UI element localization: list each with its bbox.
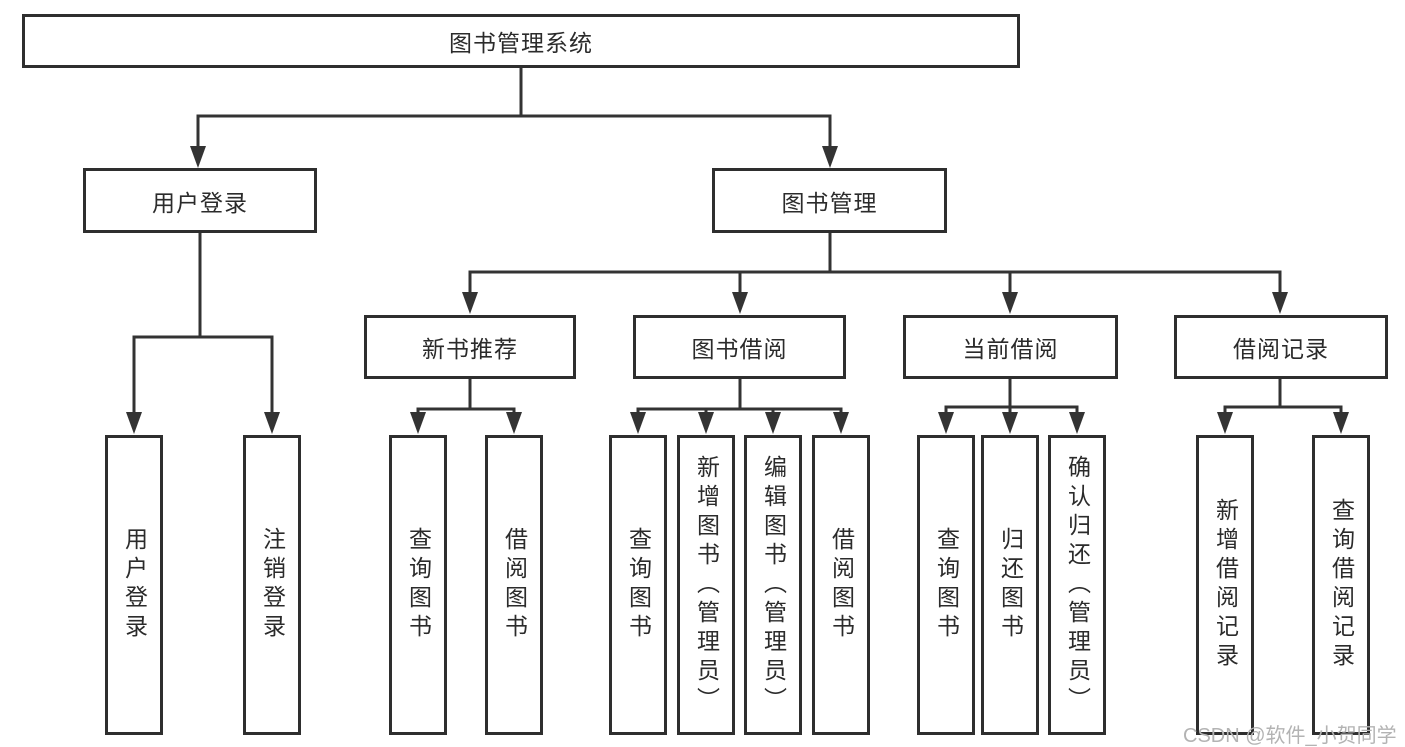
node-user-login: 用户登录 xyxy=(83,168,317,233)
node-root-library-system: 图书管理系统 xyxy=(22,14,1020,68)
connector-user-login-junction xyxy=(132,335,274,413)
node-label: 当前借阅 xyxy=(962,336,1059,362)
node-label: 归还图书 xyxy=(997,527,1024,643)
node-label: 用户登录 xyxy=(121,527,148,643)
node-label: 查询图书 xyxy=(933,527,960,643)
arrowhead-icons xyxy=(126,146,1349,434)
arrow-down-icon xyxy=(765,412,781,434)
node-label: 借阅图书 xyxy=(501,527,528,643)
node-label: 新增图书（管理员） xyxy=(693,454,720,716)
arrow-down-icon xyxy=(462,292,478,314)
node-label: 查询借阅记录 xyxy=(1328,498,1355,672)
arrow-down-icon xyxy=(1217,412,1233,434)
node-current-borrow: 当前借阅 xyxy=(903,315,1118,379)
node-leaf-borrow-books: 借阅图书 xyxy=(812,435,870,735)
arrow-down-icon xyxy=(938,412,954,434)
node-label: 用户登录 xyxy=(152,189,248,216)
node-leaf-query-books-recommend: 查询图书 xyxy=(389,435,447,735)
arrow-down-icon xyxy=(410,412,426,434)
connector-lines xyxy=(132,68,1343,414)
node-label: 借阅记录 xyxy=(1233,336,1329,362)
node-leaf-add-books-admin: 新增图书（管理员） xyxy=(677,435,735,735)
arrow-down-icon xyxy=(822,146,838,168)
arrow-down-icon xyxy=(126,412,142,434)
arrow-down-icon xyxy=(1333,412,1349,434)
node-book-management: 图书管理 xyxy=(712,168,947,233)
node-borrow-records: 借阅记录 xyxy=(1174,315,1388,379)
node-leaf-query-borrow-record: 查询借阅记录 xyxy=(1312,435,1370,735)
arrow-down-icon xyxy=(732,292,748,314)
arrow-down-icon xyxy=(1002,412,1018,434)
node-leaf-add-borrow-record: 新增借阅记录 xyxy=(1196,435,1254,735)
node-label: 图书管理 xyxy=(781,189,878,216)
connector-new-book-junction xyxy=(416,407,516,414)
node-leaf-query-books-borrow: 查询图书 xyxy=(609,435,667,735)
node-label: 图书借阅 xyxy=(691,336,788,362)
arrow-down-icon xyxy=(1069,412,1085,434)
node-label: 注销登录 xyxy=(259,527,286,643)
arrow-down-icon xyxy=(190,146,206,168)
node-label: 查询图书 xyxy=(405,527,432,643)
node-label: 图书管理系统 xyxy=(449,30,593,56)
node-book-borrow: 图书借阅 xyxy=(633,315,846,379)
node-new-book-recommend: 新书推荐 xyxy=(364,315,576,379)
node-label: 编辑图书（管理员） xyxy=(760,454,787,716)
arrow-down-icon xyxy=(506,412,522,434)
node-leaf-logout: 注销登录 xyxy=(243,435,301,735)
node-leaf-query-books-current: 查询图书 xyxy=(917,435,975,735)
arrow-down-icon xyxy=(630,412,646,434)
csdn-watermark: CSDN @软件_小贺同学 xyxy=(1183,725,1397,747)
connector-book-borrow-junction xyxy=(636,407,843,414)
arrow-down-icon xyxy=(264,412,280,434)
node-label: 新书推荐 xyxy=(422,336,518,362)
node-label: 查询图书 xyxy=(625,527,652,643)
arrow-down-icon xyxy=(833,412,849,434)
node-leaf-borrow-books-recommend: 借阅图书 xyxy=(485,435,543,735)
node-leaf-edit-books-admin: 编辑图书（管理员） xyxy=(744,435,802,735)
arrow-down-icon xyxy=(698,412,714,434)
arrow-down-icon xyxy=(1002,292,1018,314)
arrow-down-icon xyxy=(1272,292,1288,314)
connector-level3-junction xyxy=(468,270,1282,294)
node-leaf-return-books: 归还图书 xyxy=(981,435,1039,735)
node-label: 借阅图书 xyxy=(828,527,855,643)
connector-borrow-records-junction xyxy=(1223,405,1343,412)
node-leaf-user-login: 用户登录 xyxy=(105,435,163,735)
node-label: 新增借阅记录 xyxy=(1212,498,1239,672)
node-label: 确认归还（管理员） xyxy=(1064,454,1091,716)
connector-level2-junction xyxy=(196,114,832,147)
node-leaf-confirm-return-admin: 确认归还（管理员） xyxy=(1048,435,1106,735)
